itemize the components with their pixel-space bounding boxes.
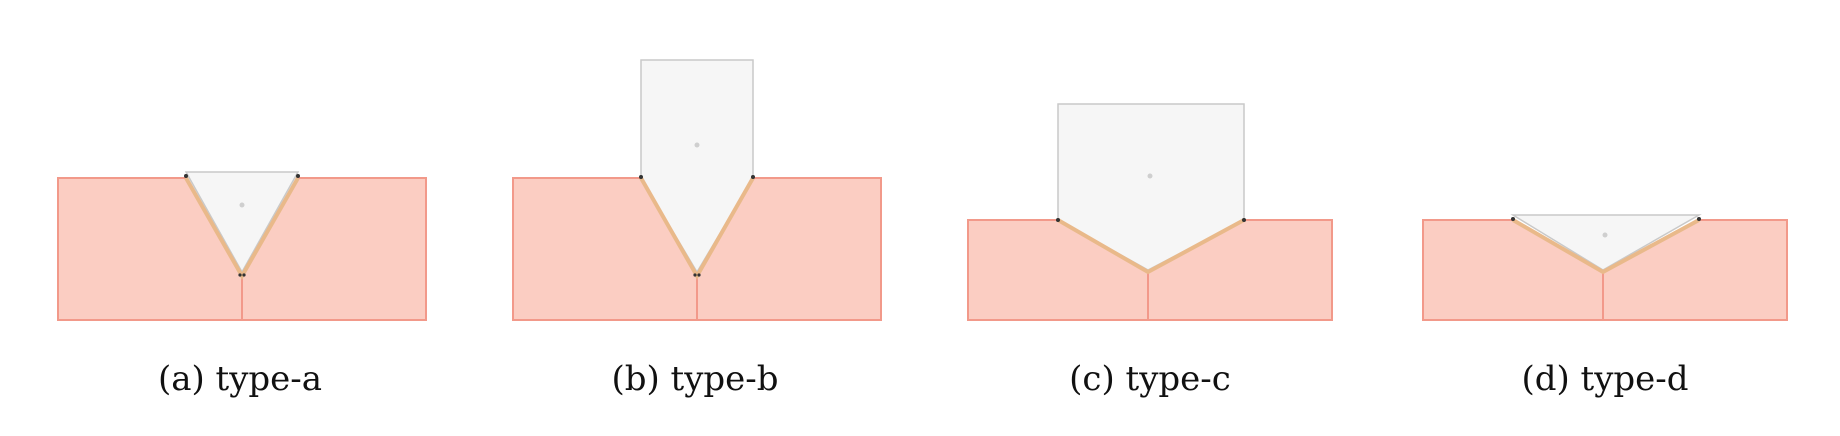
caption-type-a: (a) type-a — [157, 359, 323, 399]
panel-type-b: (b) type-b — [495, 0, 895, 436]
groove-edge — [639, 177, 755, 281]
panel-type-c: (c) type-c — [950, 0, 1350, 436]
vertex-marker — [242, 273, 246, 277]
groove-edge — [1056, 218, 1245, 275]
diagram-type-a — [57, 171, 427, 321]
panel-type-d: (d) type-d — [1405, 0, 1805, 436]
caption-type-c: (c) type-c — [1069, 359, 1231, 399]
vertex-marker — [238, 273, 242, 277]
filler-shape — [1510, 214, 1702, 271]
diagram-type-c — [967, 103, 1333, 321]
vertex-marker — [1697, 217, 1701, 221]
groove-edge — [1511, 218, 1700, 275]
vertex-marker — [296, 174, 300, 178]
filler-shape — [184, 171, 300, 274]
vertex-marker — [184, 174, 188, 178]
center-dot — [694, 142, 700, 148]
center-dot — [1602, 232, 1608, 238]
vertex-marker — [693, 273, 697, 277]
caption-type-d: (d) type-d — [1521, 359, 1689, 399]
vertex-marker — [1242, 218, 1246, 222]
vertex-marker — [1511, 217, 1515, 221]
panel-type-a: (a) type-a — [40, 0, 440, 436]
vertex-marker — [751, 175, 755, 179]
caption-type-b: (b) type-b — [611, 359, 779, 399]
vertex-marker — [639, 175, 643, 179]
vertex-marker — [697, 273, 701, 277]
diagram-type-d — [1422, 214, 1788, 321]
diagram-type-b — [512, 59, 882, 321]
groove-edge — [184, 177, 300, 281]
center-dot — [239, 202, 245, 208]
center-dot — [1147, 173, 1153, 179]
vertex-marker — [1056, 218, 1060, 222]
